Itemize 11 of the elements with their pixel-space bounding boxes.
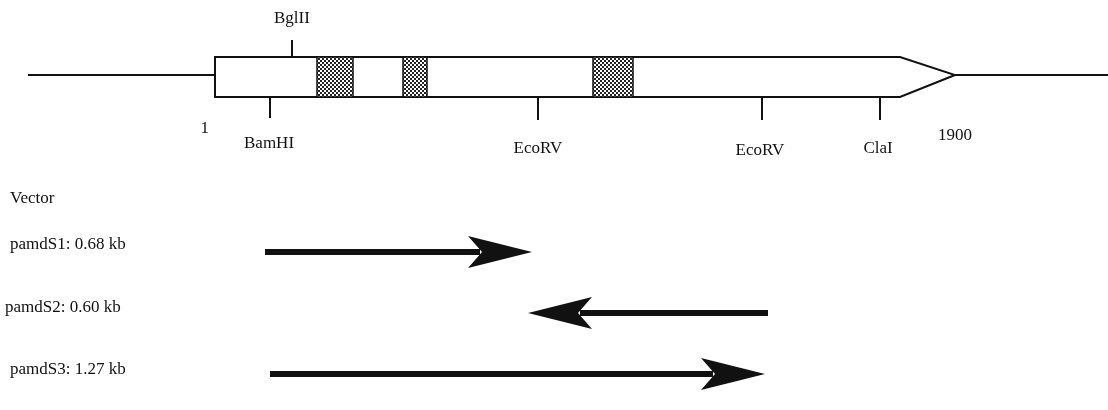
fragment-label: pamdS2: 0.60 kb (5, 297, 121, 317)
restriction-site-label: BglII (274, 8, 310, 28)
restriction-site-label: EcoRV (513, 138, 563, 158)
restriction-site-label: ClaI (863, 138, 893, 158)
position-label: 1900 (938, 125, 972, 145)
restriction-site-label: EcoRV (735, 140, 785, 160)
restriction-site-label: BamHI (244, 133, 295, 153)
position-label: 1 (200, 118, 209, 138)
section-heading: Vector (10, 188, 55, 208)
fragment-label: pamdS1: 0.68 kb (10, 234, 126, 254)
fragment-label: pamdS3: 1.27 kb (10, 359, 126, 379)
